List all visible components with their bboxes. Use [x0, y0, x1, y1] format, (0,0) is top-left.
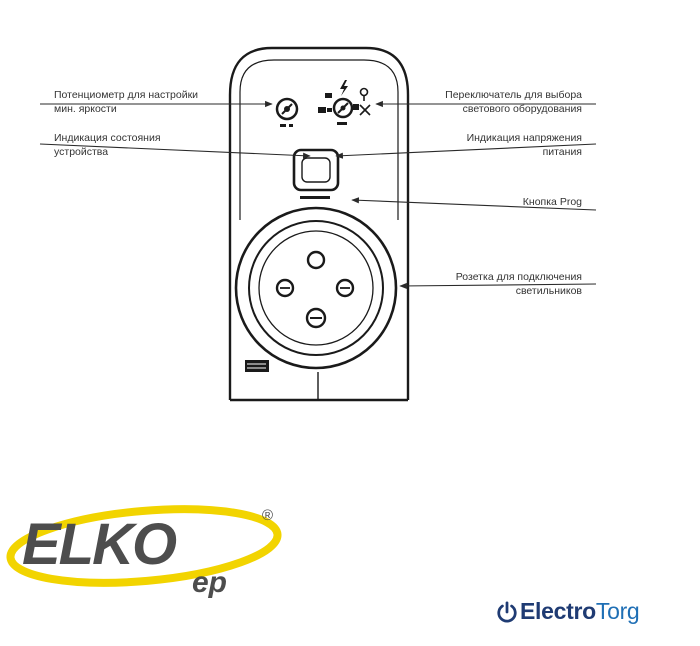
prog-button[interactable]	[292, 148, 340, 192]
leader-state-indication	[39, 143, 311, 159]
socket-hole-right	[335, 278, 355, 298]
label-potentiometer: Потенциометр для настройки мин. яркости	[54, 89, 199, 115]
elko-ep-logo: ELKO ep ®	[6, 505, 282, 599]
potentiometer-knob[interactable]	[275, 97, 299, 121]
leader-prog-button	[351, 197, 597, 211]
elko-ep-mark: ep	[192, 566, 227, 599]
led-icon	[359, 104, 371, 116]
label-prog-button: Кнопка Prog	[522, 196, 582, 208]
selector-switch[interactable]	[332, 97, 354, 119]
label-switch: Переключатель для выбора светового обору…	[445, 89, 582, 115]
socket-outlet	[234, 206, 398, 370]
label-socket: Розетка для подключения светильников	[455, 271, 582, 297]
device-housing	[228, 46, 410, 402]
prog-label-mark	[300, 196, 330, 199]
registered-mark: ®	[262, 507, 273, 524]
leader-voltage-indication	[335, 143, 597, 159]
potentiometer-scale-marks	[280, 124, 293, 127]
rating-label	[245, 360, 269, 372]
switch-mode-icons	[318, 80, 359, 125]
device-diagram	[39, 46, 597, 402]
lamp-icon	[359, 87, 369, 101]
label-state-indication: Индикация состояния устройства	[54, 132, 161, 158]
earth-pin	[306, 250, 326, 270]
electrotorg-electro: Electro	[520, 598, 596, 624]
socket-screw	[305, 307, 327, 329]
socket-hole-left	[275, 278, 295, 298]
leader-socket	[399, 282, 597, 290]
elko-wordmark: ELKO	[22, 512, 177, 577]
power-icon	[497, 600, 517, 623]
electrotorg-torg: Torg	[595, 598, 640, 624]
label-voltage-indication: Индикация напряжения питания	[466, 132, 582, 158]
